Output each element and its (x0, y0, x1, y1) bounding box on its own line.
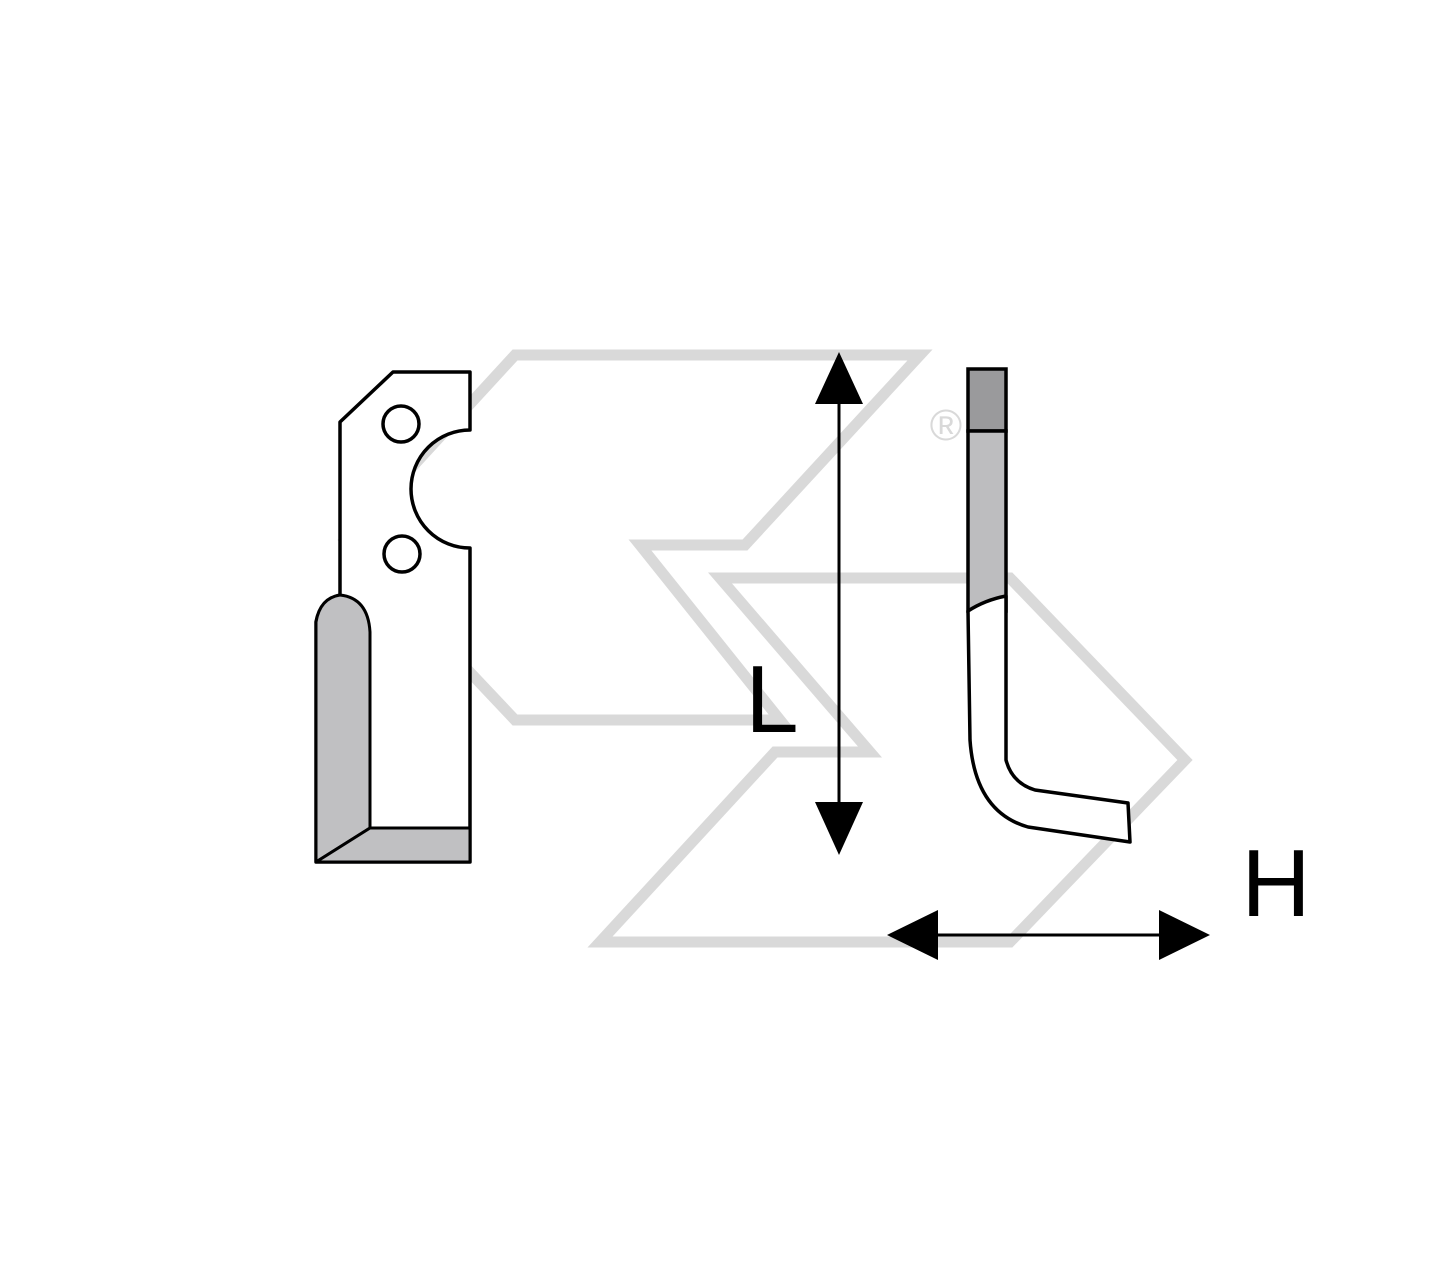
blade-front-view (314, 370, 472, 864)
blade-front-bevel (314, 826, 472, 864)
blade-side-view (966, 367, 1132, 844)
length-arrow-head-down (815, 802, 863, 855)
mounting-hole-upper (381, 404, 421, 444)
blade-front-cutting-edge (314, 593, 372, 864)
watermark-chevron-lower (587, 572, 1193, 948)
watermark-registered-mark: ® (930, 401, 962, 450)
mounting-hole-lower (382, 534, 422, 574)
dimension-height-arrow: H (887, 830, 1311, 960)
length-arrow-head-up (815, 352, 863, 404)
height-arrow-head-left (887, 910, 938, 960)
blade-side-bent-edge (966, 594, 1132, 844)
height-arrow-head-right (1159, 910, 1210, 960)
height-label: H (1241, 830, 1310, 937)
blade-side-shank (966, 429, 1008, 613)
dimension-length-arrow: L (745, 352, 863, 855)
blade-side-clamp (966, 367, 1008, 433)
length-label: L (745, 646, 798, 753)
